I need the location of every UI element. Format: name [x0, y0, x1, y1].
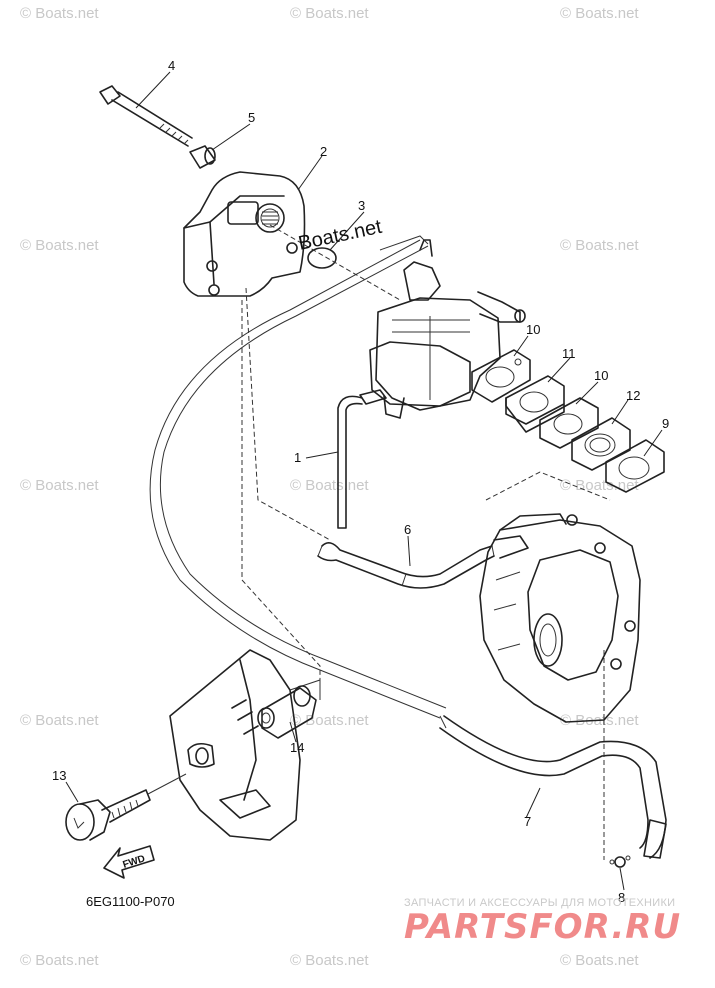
callout-6: 6 [404, 522, 411, 537]
watermark: © Boats.net [20, 477, 99, 494]
callout-10: 10 [526, 322, 540, 337]
intake-silencer-part-2 [183, 171, 306, 297]
bottom-cowling [169, 649, 321, 841]
alignment-line [245, 287, 331, 541]
boats-net-label: Boats.net [296, 216, 384, 255]
choke-knob-part-13 [65, 773, 187, 841]
alignment-line [269, 224, 401, 301]
diagram-code: 6EG1100-P070 [86, 894, 175, 909]
watermark: © Boats.net [560, 237, 639, 254]
hose-part-6 [317, 535, 529, 589]
gasket-part-9 [605, 439, 665, 493]
routing-line [241, 579, 321, 690]
gasket-part-10 [471, 349, 531, 403]
callout-5: 5 [248, 110, 255, 125]
watermark: © Boats.net [560, 952, 639, 969]
watermark: © Boats.net [20, 237, 99, 254]
callout-12: 12 [626, 388, 640, 403]
gasket-part-10b [539, 397, 599, 449]
callout-11: 11 [562, 346, 576, 361]
callout-7: 7 [524, 814, 531, 829]
watermark: © Boats.net [560, 477, 639, 494]
callout-9: 9 [662, 416, 669, 431]
callout-3: 3 [358, 198, 365, 213]
collar-part-5 [189, 145, 216, 169]
gasket-part-12 [571, 417, 631, 471]
callout-13: 13 [52, 768, 66, 783]
alignment-line [485, 471, 611, 501]
callout-2: 2 [320, 144, 327, 159]
o-ring-part-3 [307, 247, 337, 269]
callout-1: 1 [294, 450, 301, 465]
watermark: © Boats.net [20, 952, 99, 969]
watermark: © Boats.net [290, 952, 369, 969]
bolt-part-4 [99, 85, 193, 147]
callouts: 4 5 2 3 1 6 7 8 9 10 11 10 12 13 14 [52, 58, 669, 905]
watermark: © Boats.net [290, 712, 369, 729]
brand-tagline: ЗАПЧАСТИ И АКСЕССУАРЫ ДЛЯ МОТОТЕХНИКИ [404, 897, 675, 909]
callout-4: 4 [168, 58, 175, 73]
callout-8: 8 [618, 890, 625, 905]
clamp-part-8 [603, 720, 631, 868]
watermark: © Boats.net [560, 5, 639, 22]
hose-part-7 [439, 715, 667, 859]
fwd-label: FWD [122, 853, 147, 871]
fwd-arrow: FWD [103, 845, 155, 879]
carburetor [359, 235, 526, 419]
watermark: © Boats.net [20, 5, 99, 22]
watermark: © Boats.net [20, 712, 99, 729]
watermark: © Boats.net [290, 5, 369, 22]
cylinder-block [479, 513, 641, 723]
grommet-part-14 [257, 685, 317, 739]
vent-tube-part-1 [337, 395, 363, 529]
leader-lines [65, 71, 663, 891]
callout-10b: 10 [594, 368, 608, 383]
insulator-part-11 [505, 375, 565, 433]
breather-hose [149, 239, 447, 719]
watermarks: © Boats.net © Boats.net © Boats.net © Bo… [20, 5, 639, 969]
brand-name: PARTSFOR.RU [404, 907, 681, 947]
watermark: © Boats.net [290, 477, 369, 494]
callout-14: 14 [290, 740, 304, 755]
